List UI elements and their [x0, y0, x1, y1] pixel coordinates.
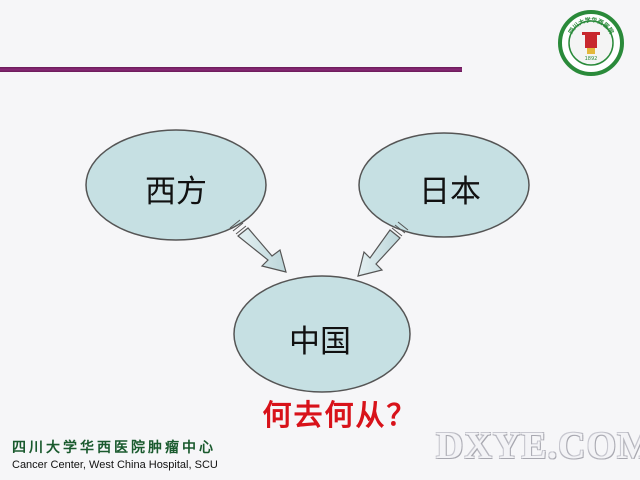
question-text: 何去何从？ [262, 398, 418, 432]
node-china-label: 中国 [289, 324, 351, 360]
node-west-shape [85, 129, 267, 241]
title-bar-divider [0, 67, 462, 72]
hospital-seal-icon: 四川大学华西医院 1892 [558, 10, 624, 76]
edge-west-to-china [229, 219, 287, 273]
node-japan-shape [358, 132, 530, 238]
edge-japan-to-china [357, 221, 409, 277]
hospital-logo: 四川大学华西医院 1892 [558, 10, 624, 76]
node-japan-label: 日本 [419, 174, 481, 210]
footer-institution-cn: 四川大学华西医院肿瘤中心 [12, 440, 216, 456]
logo-year: 1892 [585, 56, 598, 62]
watermark-text: DXYE.COM [436, 425, 640, 467]
footer-institution-en: Cancer Center, West China Hospital, SCU [12, 459, 218, 471]
node-china-shape [233, 275, 411, 393]
node-west-label: 西方 [145, 174, 207, 210]
